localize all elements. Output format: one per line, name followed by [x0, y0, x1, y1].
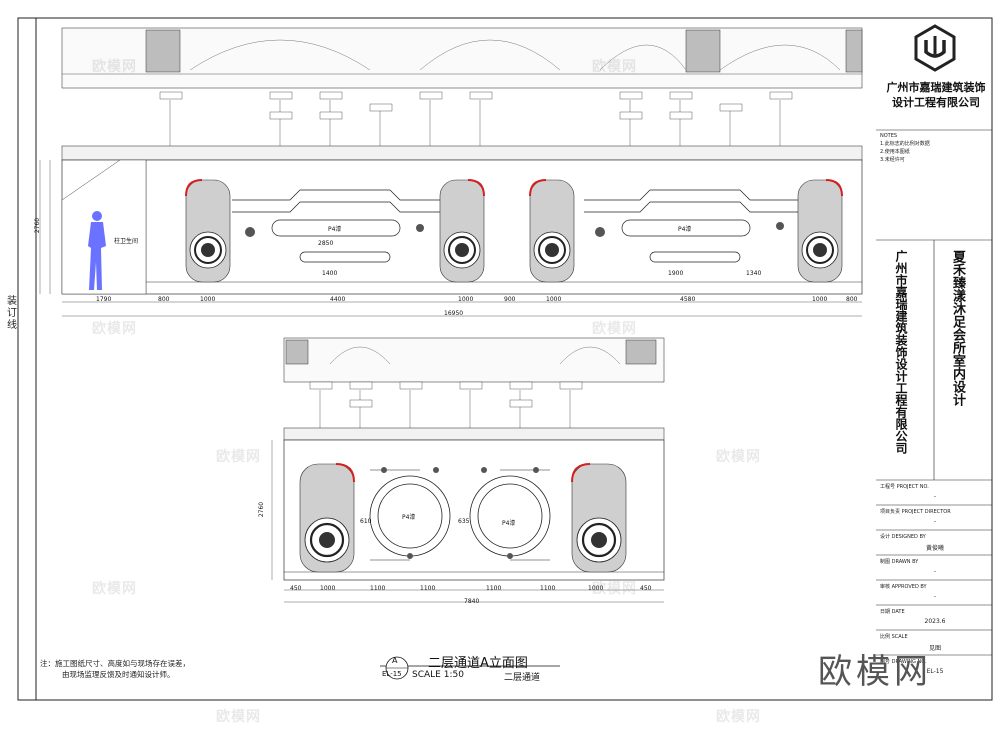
tb-row-director: 项目负责 PROJECT DIRECTOR- [880, 509, 951, 525]
watermark: 欧模网 [216, 709, 261, 725]
label-1400: 1400 [322, 270, 338, 277]
height-top: 2760 [34, 217, 42, 234]
watermark: 欧模网 [716, 709, 761, 725]
watermark: 欧模网 [92, 581, 137, 597]
tb-row-drawing-no: 图号 DRAWING NO.EL-15 [880, 659, 944, 675]
label-restroom: 柱卫生间 [114, 238, 139, 245]
company-name: 广州市嘉瑞建筑装饰设计工程有限公司 [886, 81, 986, 109]
company-vertical: 广州市嘉瑞建筑装饰设计工程有限公司 [894, 250, 908, 454]
label-p4-top-1: P4漆 [328, 226, 342, 233]
label-610: 610 [360, 518, 372, 525]
tb-row-drawn: 制图 DRAWN BY- [880, 559, 937, 575]
label-p4-bottom-1: P4漆 [402, 514, 416, 521]
note-3: 3.未经许可 [880, 157, 905, 163]
badge-bottom: EL-15 [382, 670, 402, 678]
label-635: 635 [458, 518, 470, 525]
footnote: 注：施工图纸尺寸、高度如与现场存在误差， 由现场监理反馈及时通知设计师。 [40, 659, 190, 679]
person-silhouette [88, 211, 106, 290]
height-bottom: 2760 [258, 501, 266, 518]
note-1: 1.此标志的比例对数据 [880, 141, 930, 147]
label-p4-top-2: P4漆 [678, 226, 692, 233]
watermark: 欧模网 [716, 449, 761, 465]
project-name: 夏禾臻漾沐足会所室内设计 [950, 250, 965, 406]
elevation-top [39, 27, 863, 317]
notes-block: NOTES 1.此标志的比例对数据 2.使用本图纸 3.未经许可 [880, 132, 990, 164]
company-logo [914, 24, 956, 72]
tb-row-approved: 审核 APPROVED BY- [880, 584, 937, 600]
tb-row-project-no: 工程号 PROJECT NO.- [880, 484, 937, 500]
binding-label: 装 订 线 [7, 296, 17, 331]
label-p4-bottom-2: P4漆 [502, 520, 516, 527]
label-1340: 1340 [746, 270, 762, 277]
watermark: 欧模网 [592, 59, 637, 75]
drawing-area: 二层通道 [504, 673, 541, 683]
watermark: 欧模网 [216, 449, 261, 465]
arch-niches-top [185, 179, 843, 283]
label-1900: 1900 [668, 270, 684, 277]
label-2850: 2850 [318, 240, 334, 247]
track-panels-top [232, 189, 798, 263]
drawing-scale: SCALE 1:50 [412, 670, 464, 680]
drawing-title: 二层通道A立面图 [428, 656, 528, 671]
sheet-border [17, 17, 993, 701]
badge-top: A [392, 656, 398, 665]
note-2: 2.使用本图纸 [880, 149, 910, 155]
watermark: 欧模网 [592, 581, 637, 597]
watermark: 欧模网 [92, 321, 137, 337]
watermark: 欧模网 [592, 321, 637, 337]
notes-title: NOTES [880, 133, 898, 139]
watermark-large: 欧模网 [818, 652, 932, 692]
elevation-bottom [271, 337, 665, 603]
watermark: 欧模网 [92, 59, 137, 75]
